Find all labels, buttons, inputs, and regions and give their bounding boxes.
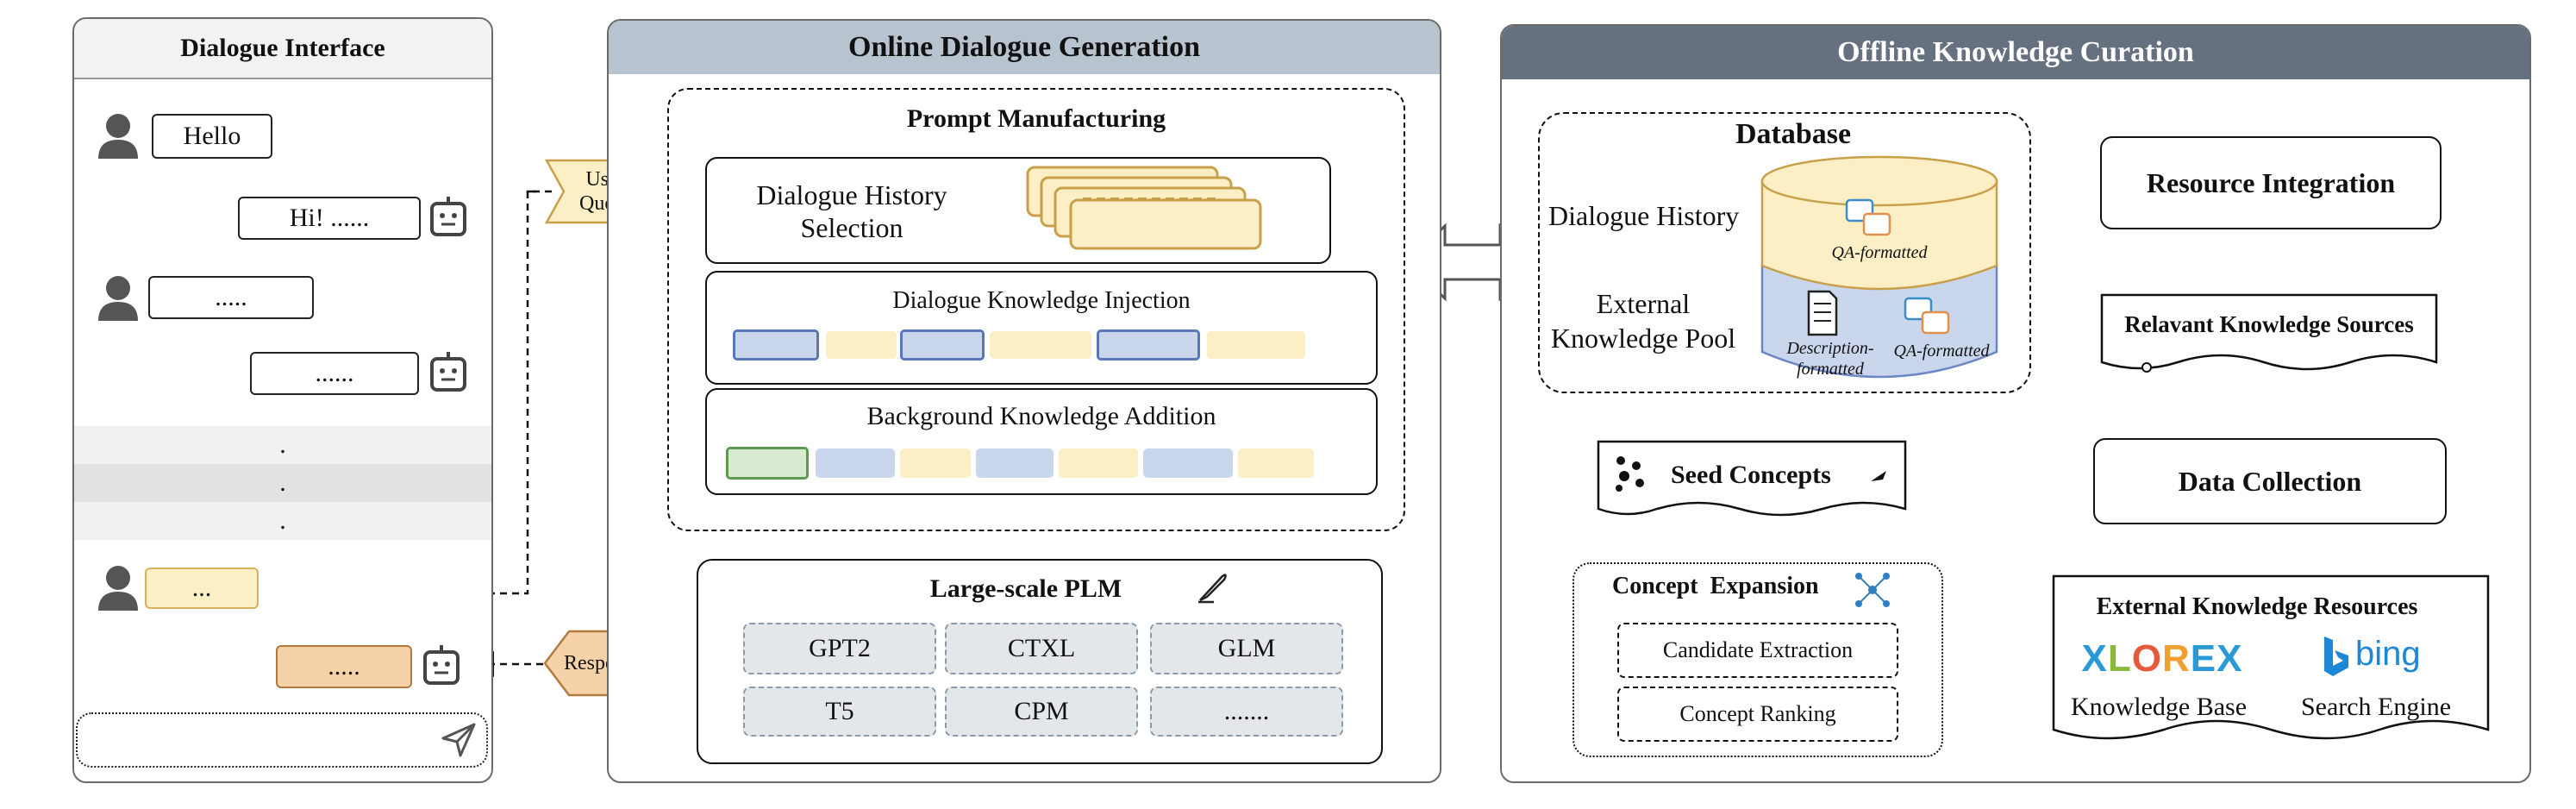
database-cylinder — [1760, 155, 1998, 379]
connection-dot-icon — [2141, 362, 2152, 373]
history-selection-line1: Dialogue History — [756, 179, 947, 210]
concept-expansion-container — [1572, 562, 1943, 757]
query-connector-arrow — [526, 190, 536, 193]
database-container — [1538, 112, 2031, 393]
ellipsis-row: . — [74, 502, 491, 540]
knowledge-chip-yellow — [826, 331, 897, 359]
qa-chat-icon — [1845, 198, 1891, 236]
resource-integration-box: Resource Integration — [2100, 136, 2442, 229]
background-chip-yellow — [900, 448, 971, 478]
external-pool-label: External Knowledge Pool — [1548, 285, 1738, 357]
description-line1: Description- — [1786, 339, 1874, 358]
message-input[interactable] — [76, 712, 488, 768]
concept-expansion-title: Concept Expansion — [1612, 573, 1819, 599]
model-ctxl: CTXL — [945, 623, 1138, 674]
background-addition-label: Background Knowledge Addition — [866, 402, 1216, 430]
query-connector-top — [528, 191, 541, 226]
prompt-manufacturing-title: Prompt Manufacturing — [906, 104, 1166, 133]
external-resources-title: External Knowledge Resources — [2096, 593, 2418, 620]
description-formatted-label: Description- formatted — [1783, 336, 1878, 381]
background-chip-blue — [976, 448, 1054, 478]
knowledge-chip-yellow — [1207, 331, 1305, 359]
qa-formatted-label: QA-formatted — [1893, 341, 1990, 361]
user-avatar-icon — [98, 114, 138, 159]
user-query-message: ... — [145, 568, 259, 609]
background-chip-yellow — [1059, 448, 1138, 478]
qa-chat-icon — [1904, 297, 1950, 335]
bot-message: ...... — [250, 352, 419, 395]
send-icon[interactable] — [440, 721, 478, 759]
candidate-extraction-box: Candidate Extraction — [1617, 623, 1898, 678]
bot-avatar-icon — [430, 197, 466, 236]
user-message: ..... — [148, 276, 314, 319]
search-engine-label: Search Engine — [2300, 693, 2452, 721]
bot-response-message: ..... — [276, 645, 412, 688]
description-line2: formatted — [1797, 360, 1864, 379]
network-icon — [1855, 573, 1890, 607]
ellipsis-row: . — [74, 464, 491, 502]
prompt-manufacturing-container — [667, 88, 1405, 531]
seed-concepts-shape — [1597, 440, 1907, 517]
offline-curation-title: Offline Knowledge Curation — [1502, 26, 2529, 79]
data-collection-box: Data Collection — [2093, 438, 2447, 524]
relevant-sources-label: Relavant Knowledge Sources — [2124, 310, 2414, 337]
background-chip-blue — [1143, 448, 1233, 478]
ellipsis-row: . — [74, 426, 491, 464]
bot-avatar-icon — [423, 645, 460, 685]
knowledge-injection-box — [705, 271, 1378, 385]
user-avatar-icon — [98, 566, 138, 611]
seed-concepts-label: Seed Concepts — [1671, 461, 1831, 489]
model-glm: GLM — [1150, 623, 1343, 674]
seed-pointer-icon — [1871, 471, 1886, 481]
knowledge-chip-blue — [900, 329, 985, 361]
model-more: ....... — [1150, 687, 1343, 737]
seed-dots-icon — [1616, 456, 1644, 492]
background-chip-green — [726, 447, 809, 480]
external-pool-line1: External — [1596, 288, 1691, 319]
database-title: Database — [1735, 118, 1852, 150]
model-t5: T5 — [743, 687, 936, 737]
dialogue-interface-title: Dialogue Interface — [74, 19, 491, 79]
plm-title: Large-scale PLM — [929, 574, 1122, 603]
knowledge-injection-label: Dialogue Knowledge Injection — [892, 287, 1191, 314]
user-avatar-icon — [98, 276, 138, 321]
user-message-hello: Hello — [152, 114, 272, 159]
external-resources-shape — [2052, 574, 2490, 740]
history-selection-label: Dialogue History Selection — [741, 172, 962, 250]
stacked-history-cards-icon — [1026, 166, 1262, 250]
knowledge-chip-blue — [733, 329, 819, 361]
model-cpm: CPM — [945, 687, 1138, 737]
quill-icon — [1198, 574, 1227, 604]
bot-avatar-icon — [430, 352, 466, 392]
bing-b-icon — [2324, 637, 2348, 676]
bot-message-hi: Hi! ...... — [238, 197, 421, 240]
knowledge-base-label: Knowledge Base — [2070, 693, 2248, 721]
background-chip-blue — [816, 448, 895, 478]
relevant-sources-shape — [2100, 293, 2438, 371]
online-generation-title: Online Dialogue Generation — [609, 21, 1440, 74]
bing-logo: bing — [2355, 635, 2421, 673]
history-selection-line2: Selection — [800, 212, 903, 243]
knowledge-chip-blue — [1097, 329, 1200, 361]
background-chip-yellow — [1238, 448, 1314, 478]
qa-formatted-label: QA-formatted — [1831, 242, 1928, 262]
knowledge-chip-yellow — [990, 331, 1091, 359]
external-pool-line2: Knowledge Pool — [1550, 323, 1736, 354]
document-icon — [1807, 290, 1838, 336]
model-gpt2: GPT2 — [743, 623, 936, 674]
dialogue-history-label: Dialogue History — [1548, 200, 1740, 231]
concept-ranking-box: Concept Ranking — [1617, 687, 1898, 742]
